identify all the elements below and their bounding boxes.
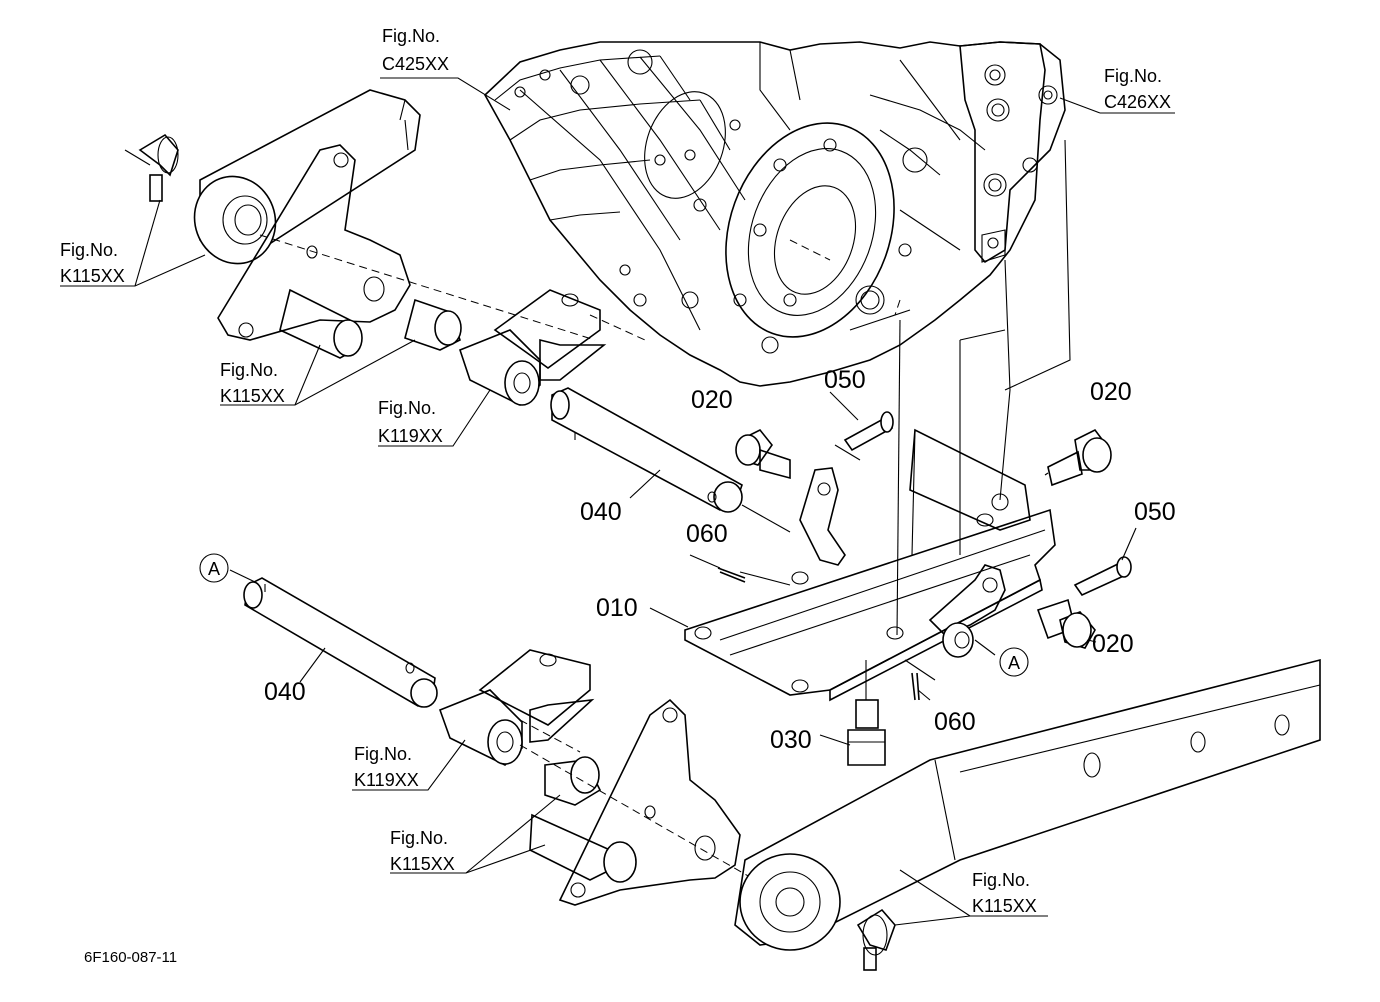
svg-text:Fig.No.: Fig.No. [382,26,440,46]
alignment-line [259,234,596,341]
svg-text:A: A [208,559,220,579]
reference-line [1004,139,1071,391]
fig-ref-k115-upper-mid: Fig.No. K115XX [220,360,285,406]
svg-text:A: A [1008,653,1020,673]
part-label-030: 030 [770,726,812,754]
svg-text:K115XX: K115XX [220,386,285,406]
pin-upper-left [279,288,363,359]
fig-ref-k115-lower-right: Fig.No. K115XX [972,870,1037,916]
hydraulic-block [959,41,1066,264]
fig-ref-k119-lower: Fig.No. K119XX [354,744,419,790]
fig-ref-k119-upper: Fig.No. K119XX [378,398,443,446]
lift-bracket-lower [558,698,741,906]
reference-line [999,259,1011,501]
svg-text:Fig.No.: Fig.No. [354,744,412,764]
svg-text:Fig.No.: Fig.No. [378,398,436,418]
pin-lower-left [529,813,637,883]
lynch-pin-lower [856,908,896,971]
fig-ref-c426: Fig.No. C426XX [1104,66,1171,112]
leader-lines [60,77,1175,926]
lynch-pin-upper [124,133,179,202]
drawing-code: 6F160-087-11 [84,949,177,966]
svg-text:K119XX: K119XX [378,426,443,446]
pin-050-top [834,411,894,461]
collar-upper [404,298,462,351]
part-label-020-left: 020 [691,386,733,414]
bolt-020-right-top [1047,428,1112,487]
svg-text:C426XX: C426XX [1104,92,1171,112]
reference-line [959,329,1006,341]
clevis-lower [438,649,595,766]
lower-link-arm [734,658,1321,951]
marker-a-right: A [999,647,1029,677]
svg-text:Fig.No.: Fig.No. [972,870,1030,890]
cotter-pin-060-left [717,567,791,586]
alignment-line [589,314,646,341]
part-label-040-lower: 040 [264,678,306,706]
part-label-050-top: 050 [824,366,866,394]
svg-text:Fig.No.: Fig.No. [60,240,118,260]
link-plate-left [799,467,846,566]
lift-bracket-upper [217,144,411,341]
fig-ref-k115-lower-mid: Fig.No. K115XX [390,828,455,874]
upper-lower-link-end [193,89,421,265]
svg-text:K115XX: K115XX [972,896,1037,916]
svg-text:K115XX: K115XX [390,854,455,874]
svg-text:Fig.No.: Fig.No. [220,360,278,380]
svg-text:Fig.No.: Fig.No. [1104,66,1162,86]
marker-a-left: A [199,553,229,583]
fig-ref-k115-upper-left: Fig.No. K115XX [60,240,125,286]
collar-lower [544,756,602,806]
cotter-pin-060-bottom [904,659,936,701]
part-label-060-left: 060 [686,520,728,548]
part-label-040-upper: 040 [580,498,622,526]
part-label-050-right: 050 [1134,498,1176,526]
svg-text:Fig.No.: Fig.No. [390,828,448,848]
pin-040-lower [243,577,438,708]
svg-text:K115XX: K115XX [60,266,125,286]
bolt-020-left [735,428,791,480]
pin-040-upper [550,387,791,533]
clevis-upper [459,289,607,406]
drawbar-bracket-010 [684,428,1056,702]
pin-050-right [1073,556,1132,597]
part-label-020-right-bottom: 020 [1092,630,1134,658]
svg-text:C425XX: C425XX [382,54,449,74]
reference-line [896,319,901,636]
bolt-020-right-bottom [1036,598,1096,649]
transmission-case-housing [483,41,1046,387]
alignment-line [519,719,581,753]
fig-ref-c425: Fig.No. C425XX [382,26,449,74]
plug-030 [847,660,886,766]
svg-text:K119XX: K119XX [354,770,419,790]
part-label-010: 010 [596,594,638,622]
part-label-020-right-top: 020 [1090,378,1132,406]
part-label-060-bottom: 060 [934,708,976,736]
link-plate-right [928,564,1006,658]
